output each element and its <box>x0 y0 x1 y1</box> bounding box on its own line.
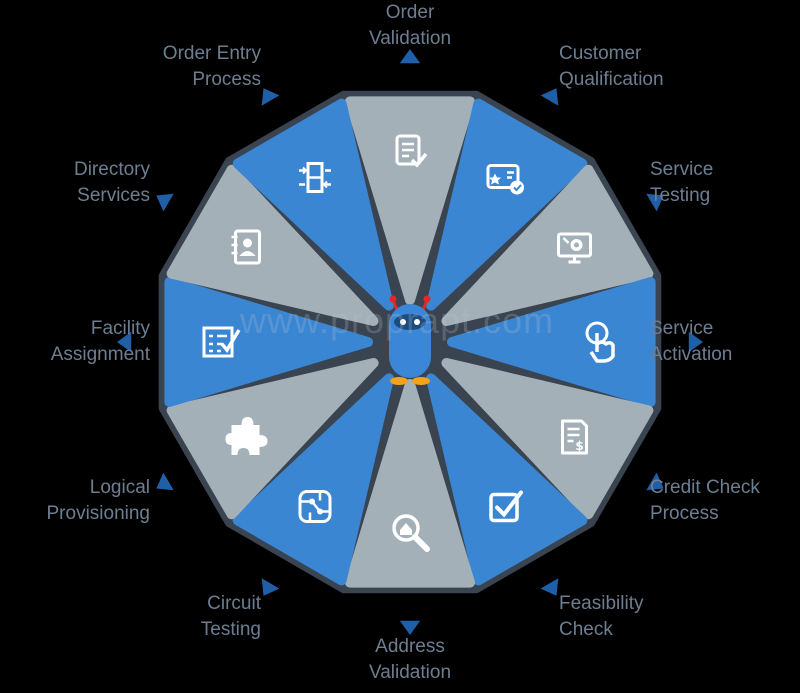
segment-shape <box>426 373 588 586</box>
segment-service-activation <box>447 277 656 407</box>
segment-logical-provisioning <box>166 358 379 520</box>
segment-label-line: Order Entry <box>162 43 261 64</box>
segment-label-line: Assignment <box>50 344 150 365</box>
segment-service-testing <box>441 164 654 326</box>
segment-shape <box>426 98 588 311</box>
segment-label-line: Process <box>192 69 261 90</box>
task-list-icon <box>202 326 241 358</box>
segment-directory-services <box>166 164 379 326</box>
segment-shape <box>232 98 394 311</box>
segment-label-line: Testing <box>650 185 711 206</box>
arrow-marker <box>646 193 664 212</box>
segment-customer-qualification <box>426 98 588 311</box>
segment-label-line: Order <box>385 2 435 23</box>
search-home-icon <box>392 514 430 552</box>
segment-label-line: Logical <box>89 477 150 498</box>
segment-label-line: Services <box>77 185 150 206</box>
arrow-marker <box>117 331 132 353</box>
segment-label-line: Feasibility <box>559 593 644 614</box>
segment-label-line: Service <box>650 159 714 180</box>
segment-shape <box>441 164 654 326</box>
segment-label-line: Validation <box>368 28 452 49</box>
arrow-marker <box>261 578 280 596</box>
segment-shape <box>345 379 475 588</box>
segment-shape <box>345 96 475 305</box>
invoice-icon: $ <box>561 419 588 455</box>
segment-shape <box>166 164 379 326</box>
robot-mascot-icon <box>389 295 431 385</box>
puzzle-icon <box>225 417 268 455</box>
segment-label-line: Directory <box>73 159 150 180</box>
segment-label-line: Provisioning <box>46 503 151 524</box>
segment-label-line: Customer <box>559 43 642 64</box>
arrow-marker <box>688 331 703 353</box>
arrow-marker <box>399 49 421 64</box>
pointer-arrows <box>117 49 703 635</box>
segment-label-line: Validation <box>368 662 452 683</box>
contact-book-icon <box>231 229 261 265</box>
segment-shape <box>441 358 654 520</box>
watermark: www.proprapt.com <box>240 300 555 341</box>
wheel-segments: $ <box>164 96 656 588</box>
arrow-marker <box>540 88 559 106</box>
segment-label-line: Credit Check <box>650 477 760 498</box>
segment-label-line: Circuit <box>207 593 261 614</box>
checkbox-icon <box>489 490 523 523</box>
id-card-icon <box>486 164 524 195</box>
arrow-marker <box>646 472 664 491</box>
segment-shape <box>447 277 656 407</box>
svg-text:$: $ <box>575 439 583 453</box>
segment-shape <box>164 277 373 407</box>
circuit-icon <box>298 490 332 523</box>
segment-label-line: Testing <box>200 619 261 640</box>
touch-icon <box>585 321 615 363</box>
segment-label-line: Address <box>375 636 445 657</box>
arrow-marker <box>261 88 280 106</box>
arrow-marker <box>540 578 559 596</box>
segment-label-line: Facility <box>90 318 150 339</box>
arrow-marker <box>399 620 421 635</box>
segment-feasibility-check <box>426 373 588 586</box>
segment-address-validation <box>345 379 475 588</box>
monitor-gear-icon <box>557 232 592 264</box>
transfer-icon <box>299 162 331 193</box>
segment-facility-assignment <box>164 277 373 407</box>
segment-order-entry-process <box>232 98 394 311</box>
segment-credit-check-process: $ <box>441 358 654 520</box>
segment-order-validation <box>345 96 475 305</box>
segment-label-line: Check <box>559 619 613 640</box>
arrow-marker <box>156 472 174 491</box>
arrow-marker <box>156 193 174 212</box>
segment-shape <box>232 373 394 586</box>
checklist-icon <box>395 134 428 168</box>
segment-label-line: Service <box>650 318 714 339</box>
segment-label-line: Qualification <box>559 69 664 90</box>
segment-label-line: Activation <box>650 344 733 365</box>
segment-circuit-testing <box>232 373 394 586</box>
segment-shape <box>166 358 379 520</box>
segment-label-line: Process <box>650 503 719 524</box>
